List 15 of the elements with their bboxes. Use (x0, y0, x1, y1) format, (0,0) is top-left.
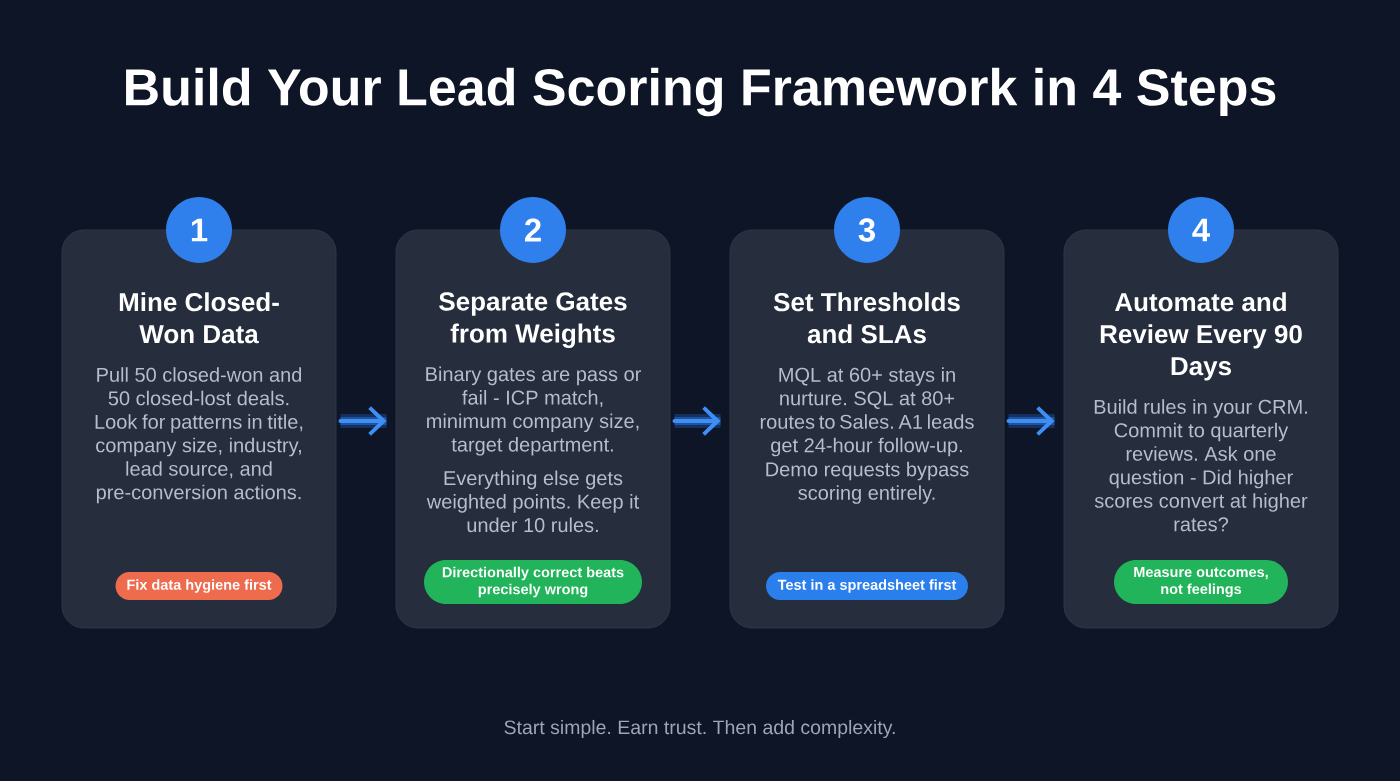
step-description: Pull 50 closed-won and 50 closed-lost deals. Look for patterns in title, company size, industry, lead source, and pre-conversion actions. (95, 367, 303, 504)
title: Build Your Lead Scoring Framework in 4 Steps (126, 67, 1276, 117)
step-heading: Automate and Review Every 90 Days (1100, 292, 1302, 381)
step-description: MQL at 60+ stays in nurture. SQL at 80+ routes to Sales. A1 leads get 24-hour follow-up. (760, 367, 974, 457)
step-description: Demo requests bypass scoring entirely. (766, 461, 969, 504)
pill-badge: Directionally correct beats precisely wrong (424, 560, 642, 604)
step-description: Build rules in your CRM. Commit to quarterly reviews. Ask one question - Did higher scores convert at higher rates? (1094, 399, 1308, 532)
step-description: Binary gates are pass or fail - ICP match, minimum company size, target department. (426, 366, 641, 456)
pill-badge: Test in a spreadsheet first (766, 572, 968, 600)
step-heading: Separate Gates from Weights (439, 292, 627, 348)
step-heading: Set Thresholds and SLAs (773, 292, 960, 344)
step-description: Everything else gets weighted points. Keep it under 10 rules. (426, 470, 639, 533)
caption: Start simple. Earn trust. Then add complexity. (504, 719, 895, 739)
step-heading: Mine Closed-Won Data (119, 292, 279, 344)
pill-badge: Fix data hygiene first (115, 572, 283, 600)
